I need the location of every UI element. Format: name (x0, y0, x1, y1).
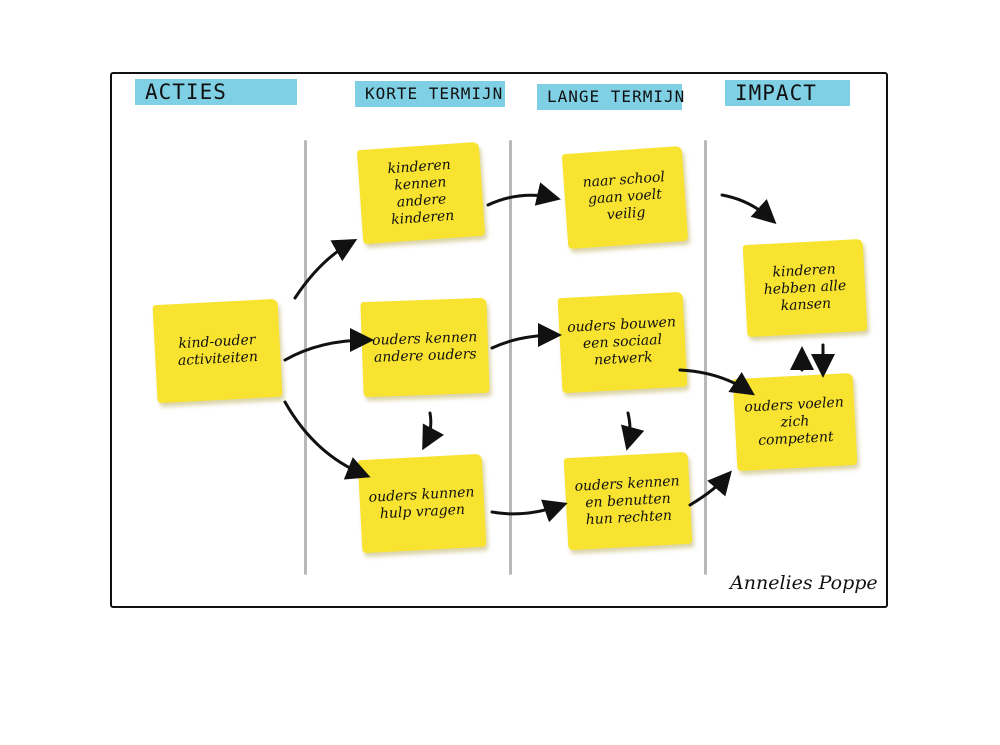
arrow (293, 239, 358, 300)
arrow (678, 368, 755, 396)
diagram-frame (110, 72, 888, 608)
column-divider (704, 140, 707, 575)
column-divider (509, 140, 512, 575)
arrow (490, 499, 568, 523)
arrow (486, 182, 561, 207)
arrow (490, 323, 562, 350)
arrow (621, 411, 645, 451)
arrow (422, 411, 445, 451)
arrow (283, 328, 374, 362)
header-acties: ACTIES (135, 79, 297, 105)
header-impact: IMPACT (725, 80, 850, 106)
artist-signature: Annelies Poppe (730, 572, 878, 594)
column-divider (304, 140, 307, 575)
arrow (283, 400, 371, 480)
header-lange-termijn: LANGE TERMIJN (537, 84, 684, 110)
arrow (720, 193, 777, 225)
arrow (688, 470, 732, 507)
header-korte-termijn: KORTE TERMIJN (355, 81, 505, 107)
